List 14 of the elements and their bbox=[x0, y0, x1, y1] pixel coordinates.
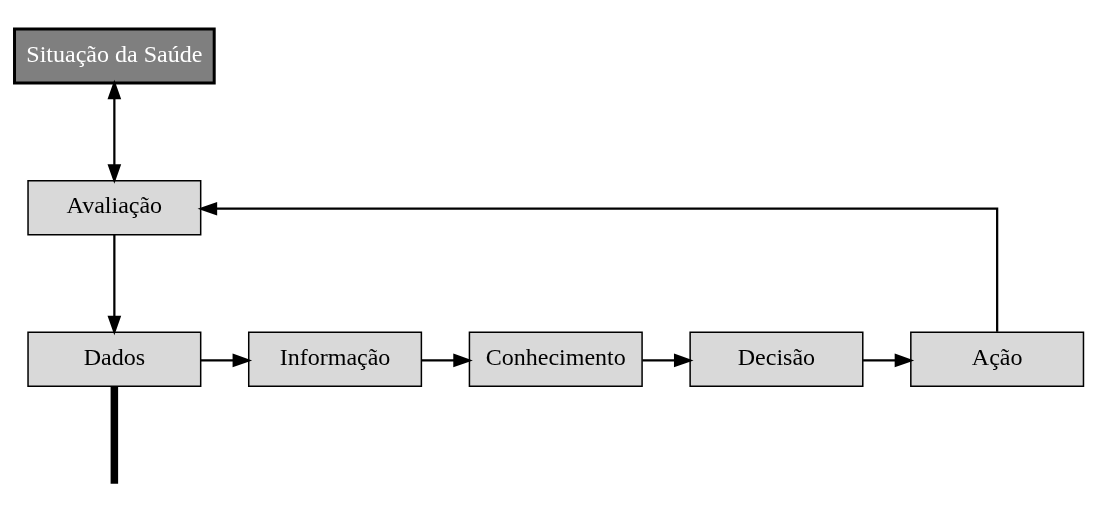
node-box: Situação da Saúde bbox=[13, 27, 216, 85]
node-box: Dados bbox=[27, 331, 202, 388]
arrow bbox=[421, 353, 473, 368]
arrow bbox=[863, 353, 915, 368]
node-box: Avaliação bbox=[27, 179, 202, 236]
node-box: Decisão bbox=[689, 331, 864, 388]
arrow bbox=[107, 234, 122, 336]
arrow bbox=[200, 353, 253, 368]
arrow bbox=[107, 79, 122, 184]
node-box: Informação bbox=[248, 331, 423, 388]
arrow bbox=[197, 201, 999, 332]
node-box: Ação bbox=[910, 331, 1085, 388]
node-box: Conhecimento bbox=[468, 331, 643, 388]
arrow bbox=[642, 353, 694, 368]
